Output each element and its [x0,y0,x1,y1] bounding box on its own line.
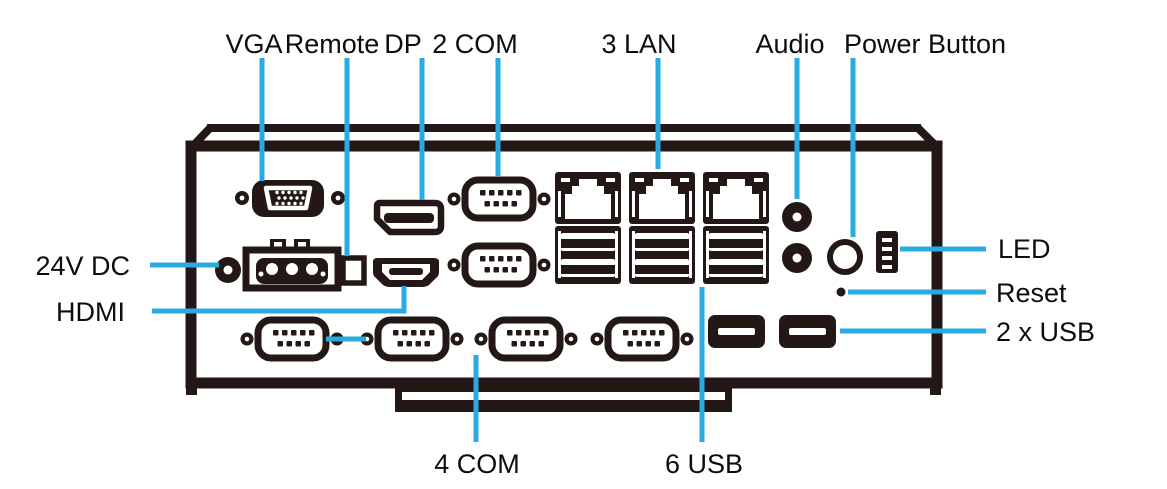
vga-port [235,180,345,217]
led-indicator [876,231,898,273]
foot-stand-slot [402,392,725,400]
vga-label: VGA [225,29,282,59]
displayport-port [373,199,445,236]
audio-jack-2 [782,243,812,273]
four-com-label: 4 COM [434,449,520,479]
two-usb-label: 2 x USB [996,317,1095,347]
dc-label: 24V DC [35,251,130,281]
reset-hole [836,287,846,297]
panel-right-lip [930,386,941,395]
leader-lines [150,58,986,442]
three-lan-label: 3 LAN [601,29,676,59]
lan-usb-stack-3 [703,172,769,284]
dp-label: DP [384,29,422,59]
audio-label: Audio [755,29,824,59]
lan-usb-stack-2 [629,172,695,284]
led-label: LED [998,234,1051,264]
power-button-label: Power Button [844,29,1006,59]
remote-label: Remote [285,29,380,59]
lan-usb-stack-1 [555,172,621,284]
usb-port-single-1 [708,315,765,348]
hdmi-leader-line [152,286,407,314]
callout-labels: VGA Remote DP 2 COM 3 LAN Audio Power Bu… [35,29,1095,479]
audio-jack-1 [782,202,812,232]
power-button [827,239,863,275]
hdmi-label: HDMI [56,297,125,327]
panel-left-lip [186,386,197,395]
dc-power-terminal [215,239,342,292]
hdmi-port [373,258,439,287]
six-usb-label: 6 USB [665,449,743,479]
usb-port-single-2 [779,315,836,348]
remote-connector [340,255,367,286]
vga-pins [275,190,305,206]
two-com-label: 2 COM [432,29,518,59]
reset-label: Reset [996,278,1067,308]
